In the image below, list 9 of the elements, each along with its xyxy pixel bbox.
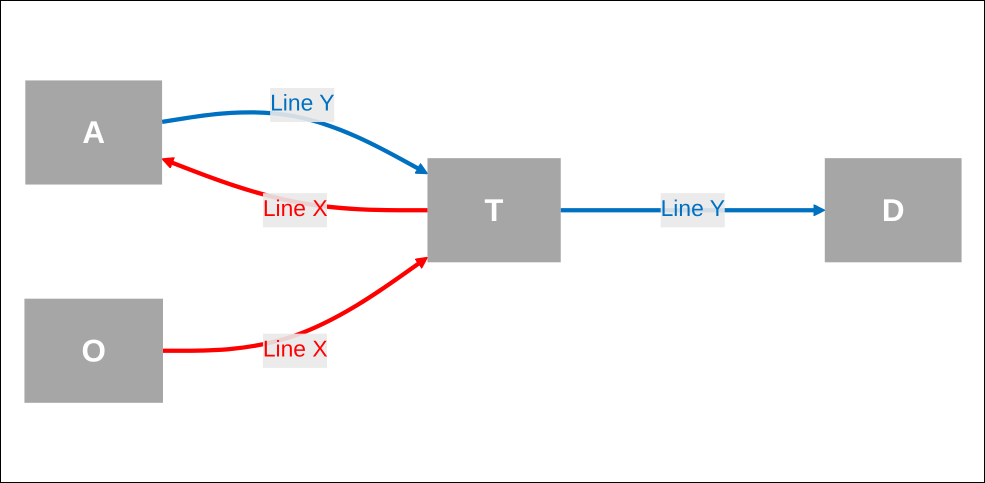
node-box: D	[824, 158, 962, 262]
edge-label: Line Y	[270, 92, 334, 116]
node-box: O	[24, 298, 162, 403]
node-box: T	[426, 158, 560, 262]
node-box: A	[24, 80, 162, 184]
edge-label: Line Y	[660, 197, 724, 222]
edge-label: Line X	[262, 338, 328, 362]
arrow	[162, 256, 428, 353]
edge-label: Line X	[262, 197, 328, 222]
